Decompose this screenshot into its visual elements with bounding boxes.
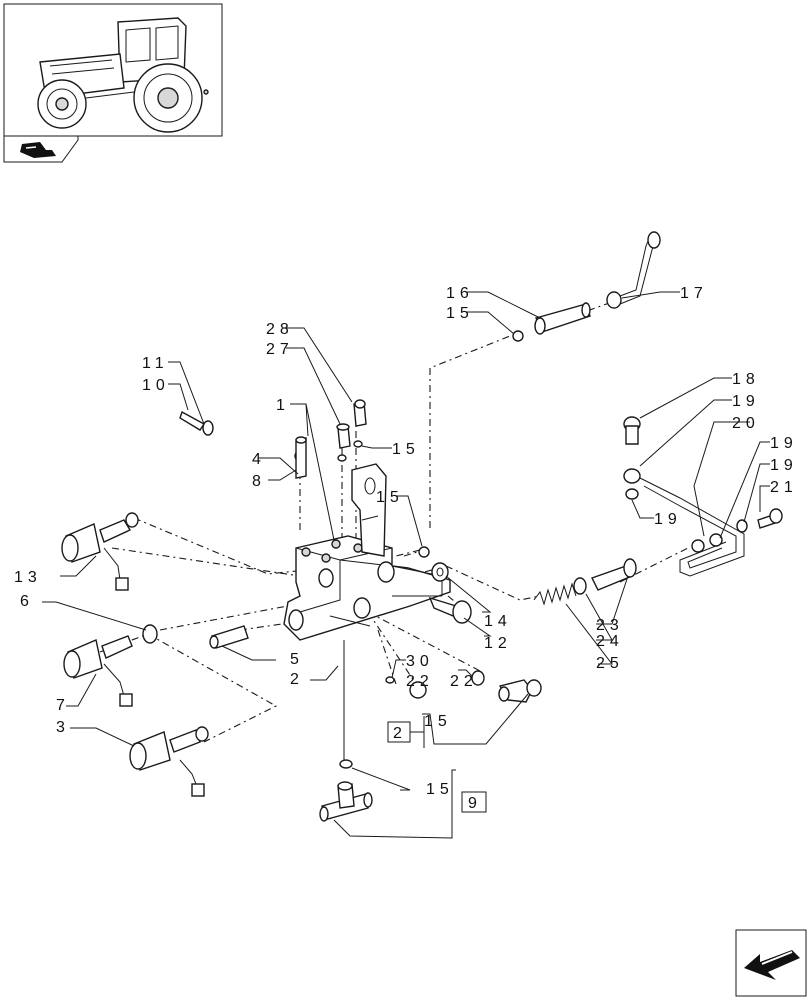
label-15-e: 15	[426, 781, 454, 798]
tractor-thumbnail	[3, 3, 223, 137]
label-7: 7	[56, 697, 70, 714]
label-11: 11	[142, 355, 169, 372]
assembly-lines	[99, 301, 689, 760]
label-15-b: 15	[392, 441, 420, 458]
tee-fitting	[319, 781, 373, 822]
label-5: 5	[290, 651, 304, 668]
label-18: 18	[732, 371, 760, 388]
label-20: 20	[732, 415, 760, 432]
label-19-c: 19	[770, 457, 798, 474]
stud-5	[209, 625, 249, 649]
label-28: 28	[266, 321, 294, 338]
bolt-12	[428, 596, 472, 624]
pipe-20	[623, 468, 745, 577]
label-8: 8	[252, 473, 266, 490]
label-25: 25	[596, 655, 624, 672]
label-17: 17	[680, 285, 708, 302]
label-12: 12	[484, 635, 512, 652]
label-4: 4	[252, 451, 266, 468]
leader-lines	[42, 291, 770, 839]
washer-14	[431, 562, 449, 582]
ref-box-2-text: 2	[393, 725, 407, 742]
piston-23	[573, 558, 637, 595]
label-13: 13	[14, 569, 42, 586]
label-6: 6	[20, 593, 34, 610]
solenoid-7	[63, 635, 133, 707]
bolt-21	[736, 508, 783, 533]
label-22-b: 22	[450, 673, 478, 690]
label-21: 21	[770, 479, 798, 496]
label-19-a: 19	[732, 393, 760, 410]
label-19-d: 19	[654, 511, 682, 528]
plug-22	[385, 676, 427, 699]
ref-box-9[interactable]: 9	[461, 791, 487, 813]
tractor-icon	[37, 17, 209, 133]
bolt-18	[623, 416, 641, 445]
valve-block	[283, 463, 451, 641]
label-14: 14	[484, 613, 512, 630]
elbow-fitting	[498, 679, 542, 703]
part-labels: 16 15 17 28 27 11 10 1 15 4 8 15 18 19 2…	[14, 285, 798, 798]
ref-box-2[interactable]: 2	[387, 716, 425, 748]
solenoid-13	[61, 512, 139, 591]
label-3: 3	[56, 719, 70, 736]
pipe-17	[606, 231, 661, 309]
label-2: 2	[290, 671, 304, 688]
label-22-a: 22	[406, 673, 434, 690]
label-15: 15	[446, 305, 474, 322]
label-24: 24	[596, 633, 624, 650]
spring-25	[533, 582, 577, 606]
section-tab	[3, 136, 79, 163]
solenoid-3	[129, 726, 209, 797]
union-16	[534, 302, 591, 335]
label-1: 1	[276, 397, 290, 414]
label-27: 27	[266, 341, 294, 358]
label-30: 30	[406, 653, 434, 670]
label-10: 10	[142, 377, 170, 394]
label-15-c: 15	[376, 489, 404, 506]
ref-box-9-text: 9	[468, 795, 482, 812]
pump-module-icon	[20, 142, 56, 158]
bolt-10	[179, 410, 214, 436]
next-page-arrow-icon	[744, 950, 800, 980]
fittings-top	[295, 399, 367, 479]
label-15-d: 15	[424, 713, 452, 730]
label-23: 23	[596, 617, 624, 634]
label-19-b: 19	[770, 435, 798, 452]
label-16: 16	[446, 285, 474, 302]
next-page-button[interactable]	[735, 929, 807, 997]
